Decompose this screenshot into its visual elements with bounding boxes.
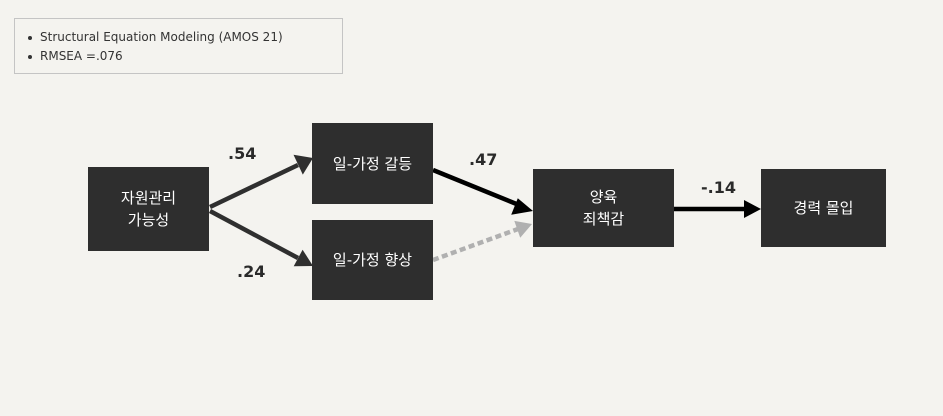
coef-resource-to-enrichment: .24 [237, 262, 266, 281]
arrowhead-guilt-to-commitment [744, 200, 761, 218]
node-guilt-line2: 죄책감 [582, 210, 625, 228]
arrowhead-resource-to-enrichment [293, 249, 313, 267]
coef-conflict-to-guilt: .47 [469, 150, 498, 169]
model-notes-box: Structural Equation Modeling (AMOS 21) R… [14, 18, 343, 74]
node-enrichment-label: 일-가정 향상 [332, 251, 413, 269]
arrowhead-conflict-to-guilt [511, 198, 533, 215]
node-commitment-label: 경력 몰입 [793, 199, 854, 217]
node-guilt-line1: 양육 [589, 188, 618, 206]
notes-list: Structural Equation Modeling (AMOS 21) R… [27, 28, 342, 66]
node-work-family-conflict: 일-가정 갈등 [312, 123, 433, 204]
coef-resource-to-conflict: .54 [228, 144, 257, 163]
node-work-family-enrichment: 일-가정 향상 [312, 220, 433, 300]
node-conflict-label: 일-가정 갈등 [332, 154, 413, 173]
arrow-resource-to-enrichment [208, 209, 300, 260]
node-resource-line1: 자원관리 [120, 189, 177, 207]
node-parenting-guilt: 양육 죄책감 [533, 169, 674, 247]
arrowhead-enrichment-to-guilt [514, 220, 532, 238]
arrowhead-resource-to-conflict [293, 154, 313, 175]
node-career-commitment: 경력 몰입 [761, 169, 886, 247]
coef-guilt-to-commitment: -.14 [701, 178, 736, 197]
node-resource-line2: 가능성 [127, 211, 170, 229]
note-method: Structural Equation Modeling (AMOS 21) [27, 28, 342, 47]
note-rmsea: RMSEA =.076 [27, 47, 342, 66]
node-resource-management: 자원관리 가능성 [88, 167, 209, 251]
arrow-enrichment-to-guilt [432, 226, 519, 263]
arrow-conflict-to-guilt [432, 167, 520, 208]
arrow-resource-to-conflict [209, 162, 299, 210]
